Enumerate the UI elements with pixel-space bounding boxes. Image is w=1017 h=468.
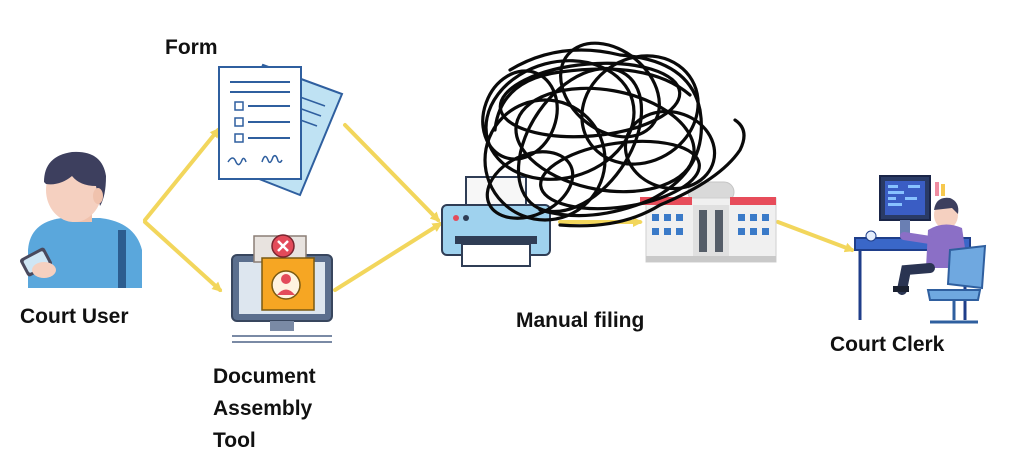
printer-icon: [441, 176, 551, 267]
document-assembly-icon: [231, 234, 333, 343]
clerk-desk-icon: [854, 175, 987, 324]
arrow-user-to-form: [143, 127, 220, 222]
label-dat-line-2: Assembly: [213, 397, 313, 420]
label-court-user: Court User: [20, 305, 129, 328]
arrow-court-to-clerk: [776, 220, 855, 253]
arrow-user-to-tool: [143, 220, 223, 293]
label-document-assembly-tool: Document Assembly Tool: [213, 365, 316, 452]
label-form: Form: [165, 36, 218, 59]
scribble-icon: [481, 41, 746, 228]
label-manual-filing: Manual filing: [516, 309, 644, 332]
person-icon: [20, 151, 142, 288]
flow-arrows: [143, 123, 855, 293]
courthouse-icon: [640, 181, 777, 263]
label-dat-line-1: Document: [213, 365, 316, 388]
arrow-tool-to-printer: [333, 222, 443, 292]
label-court-clerk: Court Clerk: [830, 333, 945, 356]
arrow-form-to-printer: [343, 123, 441, 223]
form-icon: [218, 63, 344, 197]
label-dat-line-3: Tool: [213, 429, 256, 452]
